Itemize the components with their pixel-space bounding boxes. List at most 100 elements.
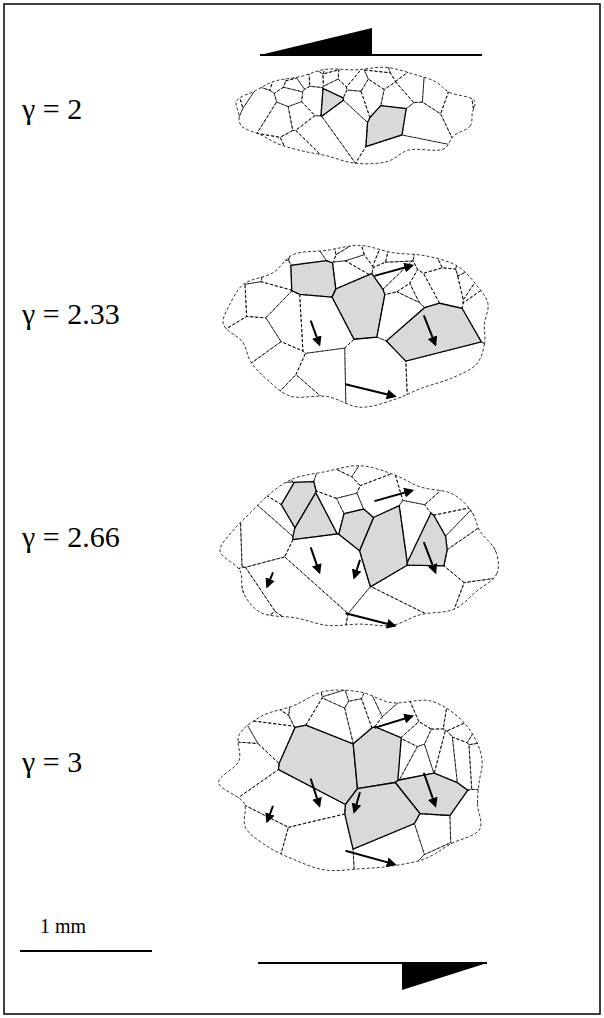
grain-boundary bbox=[321, 462, 361, 477]
grain-boundary bbox=[345, 337, 408, 410]
grain-boundary bbox=[280, 130, 331, 165]
grain-boundary bbox=[338, 62, 363, 87]
grain-boundary bbox=[215, 495, 248, 515]
grain-boundary bbox=[460, 83, 474, 99]
grain-boundary bbox=[373, 238, 392, 268]
grain-boundary bbox=[215, 282, 247, 335]
grain-boundary bbox=[249, 238, 292, 260]
grain-boundary bbox=[397, 283, 419, 302]
grain-map bbox=[215, 685, 505, 880]
grain-boundary bbox=[288, 102, 315, 131]
grain-boundary bbox=[316, 491, 344, 534]
shear-arrow-top bbox=[260, 28, 482, 55]
grain-boundary bbox=[467, 727, 496, 745]
grain-boundary bbox=[460, 685, 505, 712]
grain-boundary bbox=[225, 462, 262, 478]
grain-boundary bbox=[410, 270, 440, 308]
grain-boundary bbox=[444, 526, 505, 583]
grain-boundary bbox=[414, 814, 450, 855]
flow-arrow bbox=[424, 315, 436, 344]
grain-boundary bbox=[458, 260, 490, 300]
grain-boundary bbox=[322, 100, 368, 163]
grain-boundary bbox=[244, 720, 295, 764]
flow-arrow bbox=[354, 792, 360, 812]
grain-boundary bbox=[261, 462, 292, 482]
grain-boundary bbox=[448, 577, 505, 640]
grain-boundary bbox=[395, 62, 425, 103]
grain-boundary bbox=[251, 612, 317, 640]
grain-boundary bbox=[266, 291, 303, 351]
grain-boundary bbox=[302, 86, 323, 116]
flow-arrow bbox=[267, 572, 273, 586]
grain-boundary bbox=[215, 685, 235, 701]
grain-boundary bbox=[360, 238, 384, 266]
flow-arrow bbox=[311, 321, 320, 345]
strain-label: γ = 2.66 bbox=[22, 520, 120, 553]
grain-boundary bbox=[243, 691, 294, 726]
grain-boundary bbox=[323, 62, 342, 74]
aggregate-outline bbox=[223, 245, 488, 407]
strain-label: γ = 2.33 bbox=[22, 297, 120, 330]
grain-boundary bbox=[407, 694, 448, 729]
aggregate-outline bbox=[236, 67, 475, 164]
grain-boundary bbox=[308, 65, 323, 88]
grain-boundary bbox=[343, 587, 449, 640]
grain-boundary bbox=[453, 62, 478, 89]
grain-boundary bbox=[322, 690, 349, 708]
flow-arrow bbox=[346, 613, 395, 625]
grain-boundary bbox=[215, 471, 228, 506]
grain-boundary bbox=[385, 238, 415, 262]
flow-arrow bbox=[311, 547, 320, 572]
aggregate-outline bbox=[220, 466, 498, 626]
grain-shaded bbox=[291, 261, 336, 297]
grain-boundary bbox=[245, 282, 292, 318]
grain-boundary bbox=[215, 267, 243, 298]
grain-boundary bbox=[215, 342, 306, 410]
grain-boundary bbox=[261, 64, 275, 90]
grain-boundary bbox=[215, 718, 258, 743]
grain-boundary bbox=[355, 135, 476, 165]
grain-boundary bbox=[300, 294, 354, 353]
grain-boundary bbox=[215, 570, 253, 640]
grain-boundary bbox=[282, 462, 321, 482]
grain-boundary bbox=[447, 238, 493, 256]
grain-boundary bbox=[395, 462, 443, 505]
grain-boundary bbox=[447, 721, 477, 742]
grain-boundary bbox=[333, 240, 364, 262]
grain-map bbox=[215, 462, 505, 640]
grain-boundary bbox=[434, 508, 471, 536]
grain-boundary bbox=[456, 238, 498, 276]
grain-shaded bbox=[345, 783, 420, 850]
grain-boundary bbox=[482, 503, 505, 529]
grain-boundary bbox=[251, 685, 292, 716]
grain-boundary bbox=[215, 800, 288, 880]
grain-boundary bbox=[361, 686, 382, 728]
grain-boundary bbox=[215, 238, 240, 267]
grain-boundary bbox=[296, 348, 346, 410]
grain-boundary bbox=[387, 62, 422, 81]
aggregate-outline bbox=[219, 690, 483, 871]
grain-boundary bbox=[225, 133, 293, 165]
grain-boundary bbox=[219, 238, 253, 274]
grain-boundary bbox=[262, 375, 336, 410]
grain-boundary bbox=[307, 62, 327, 74]
grain-boundary bbox=[423, 268, 463, 308]
grain-boundary bbox=[470, 485, 501, 525]
grain-boundary bbox=[426, 462, 477, 484]
grain-boundary bbox=[425, 480, 472, 515]
grain-boundary bbox=[441, 88, 482, 165]
grain-boundary bbox=[215, 462, 246, 476]
scale-label: 1 mm bbox=[40, 915, 86, 937]
flow-arrow bbox=[311, 779, 320, 806]
grain-boundary bbox=[422, 63, 448, 114]
grain-boundary bbox=[381, 82, 414, 109]
grain-boundary bbox=[375, 695, 419, 738]
grain-boundary bbox=[423, 462, 458, 489]
flow-arrow bbox=[424, 542, 436, 572]
grain-boundary bbox=[400, 843, 496, 880]
grain-boundary bbox=[346, 68, 368, 92]
grain-boundary bbox=[306, 698, 354, 744]
frame bbox=[4, 4, 600, 1014]
strain-label: γ = 3 bbox=[22, 745, 82, 778]
flow-arrow bbox=[375, 490, 413, 501]
